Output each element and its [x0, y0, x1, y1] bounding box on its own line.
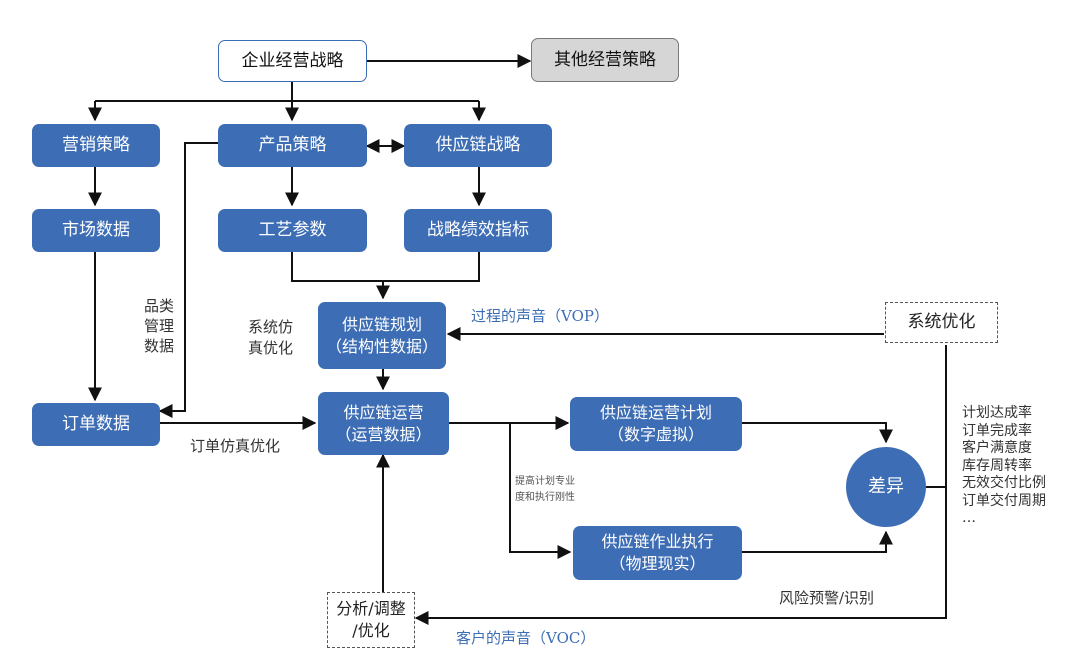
edge-execution-diff — [742, 530, 893, 553]
node-other-strategies: 其他经营策略 — [531, 38, 679, 82]
label-category-data: 品类 管理 数据 — [144, 297, 175, 355]
node-order-data: 订单数据 — [32, 403, 160, 446]
label-vop: 过程的声音（VOP） — [471, 307, 609, 325]
label-voc: 客户的声音（VOC） — [456, 629, 596, 647]
label-order-simulation: 订单仿真优化 — [190, 437, 281, 455]
edge-plan-diff — [742, 422, 893, 444]
label-risk-warning: 风险预警/识别 — [779, 589, 875, 607]
node-execution: 供应链作业执行 （物理现实） — [573, 526, 742, 580]
node-system-optimization: 系统优化 — [885, 302, 998, 343]
label-metrics-list: 计划达成率 订单完成率 客户满意度 库存周转率 无效交付比例 订单交付周期 … — [962, 405, 1046, 526]
node-sc-operations: 供应链运营 （运营数据） — [318, 392, 449, 455]
node-product-strategy: 产品策略 — [218, 124, 367, 167]
node-variance: 差异 — [846, 447, 926, 527]
node-sc-strategy: 供应链战略 — [404, 124, 552, 167]
edge-params-kpi-join — [291, 252, 480, 282]
node-process-params: 工艺参数 — [218, 209, 367, 252]
node-market-data: 市场数据 — [32, 209, 160, 252]
edge-diff-loop — [414, 486, 947, 625]
edge-product-order — [158, 142, 218, 418]
label-system-simulation: 系统仿 真优化 — [248, 318, 294, 357]
edge-ops-execution — [509, 423, 572, 559]
node-kpi: 战略绩效指标 — [404, 209, 552, 252]
node-ops-plan: 供应链运营计划 （数字虚拟） — [570, 397, 742, 451]
label-improve-planning: 提高计划专业 度和执行刚性 — [515, 476, 575, 503]
node-sc-planning: 供应链规划 （结构性数据） — [318, 302, 446, 369]
node-analyze-adjust: 分析/调整 /优化 — [327, 592, 415, 648]
node-enterprise-strategy: 企业经营战略 — [218, 40, 367, 82]
node-marketing-strategy: 营销策略 — [32, 124, 160, 167]
